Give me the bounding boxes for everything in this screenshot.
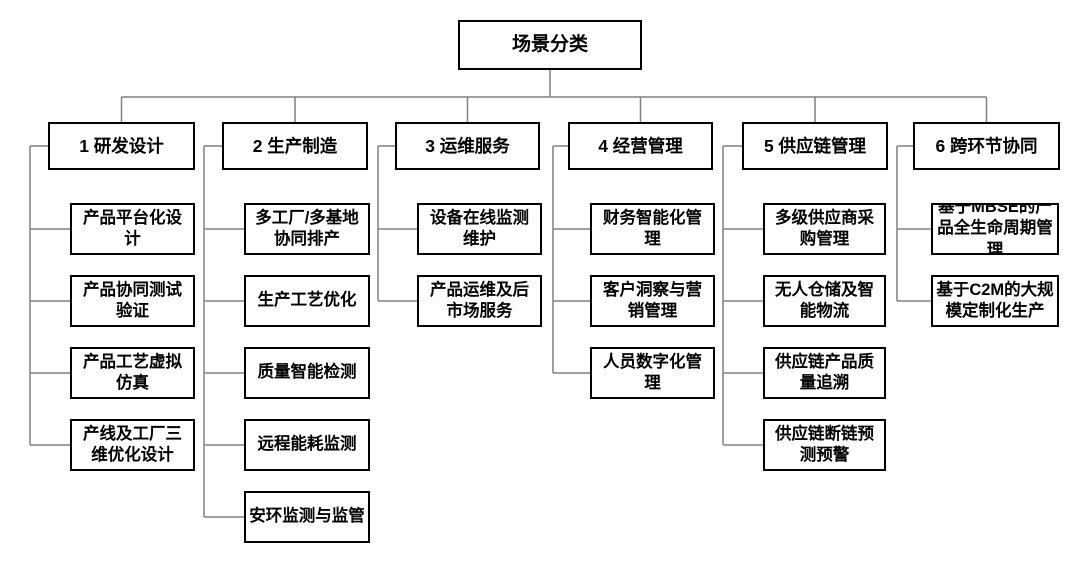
group-header-2: 2 生产制造 [222, 122, 368, 170]
child-node: 无人仓储及智能物流 [763, 275, 886, 327]
child-node: 远程能耗监测 [244, 419, 370, 471]
child-node: 供应链断链预测预警 [763, 419, 886, 471]
child-node: 安环监测与监管 [244, 491, 370, 543]
child-node: 人员数字化管理 [590, 347, 715, 399]
group-header-5: 5 供应链管理 [742, 122, 888, 170]
child-node: 基于C2M的大规模定制化生产 [931, 275, 1059, 327]
child-node: 产品平台化设计 [70, 203, 195, 255]
child-node: 供应链产品质量追溯 [763, 347, 886, 399]
group-header-1: 1 研发设计 [48, 122, 195, 170]
root-node: 场景分类 [458, 20, 642, 70]
child-node: 财务智能化管理 [590, 203, 715, 255]
child-node: 质量智能检测 [244, 347, 370, 399]
child-node: 产线及工厂三维优化设计 [70, 419, 195, 471]
child-node: 生产工艺优化 [244, 275, 370, 327]
child-node: 产品运维及后市场服务 [417, 275, 542, 327]
child-node: 多工厂/多基地协同排产 [244, 203, 370, 255]
child-node: 多级供应商采购管理 [763, 203, 886, 255]
child-node: 设备在线监测维护 [417, 203, 542, 255]
group-header-4: 4 经营管理 [568, 122, 713, 170]
child-node: 基于MBSE的产品全生命周期管理 [931, 203, 1059, 255]
group-header-3: 3 运维服务 [395, 122, 540, 170]
child-node: 产品工艺虚拟仿真 [70, 347, 195, 399]
child-node: 客户洞察与营销管理 [590, 275, 715, 327]
child-node: 产品协同测试验证 [70, 275, 195, 327]
group-header-6: 6 跨环节协同 [913, 122, 1060, 170]
